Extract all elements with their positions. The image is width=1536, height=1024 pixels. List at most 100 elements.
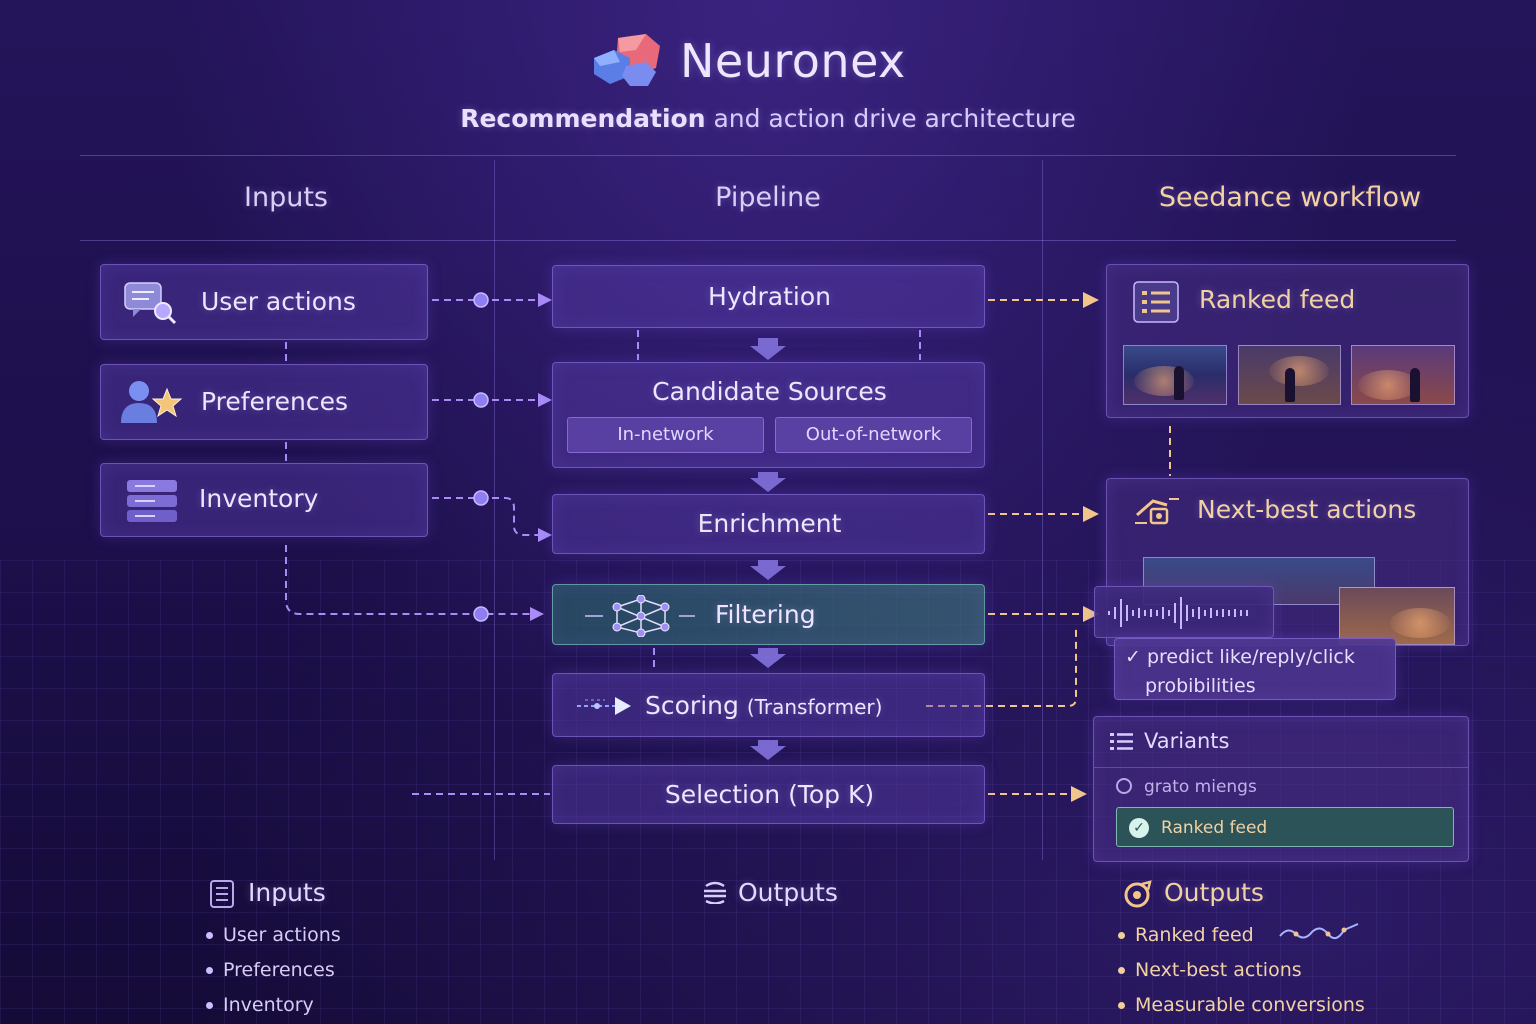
divider [80, 155, 1456, 156]
footer-inputs-heading: Inputs [248, 878, 326, 907]
brand-title: Neuronex [680, 34, 906, 88]
bullet [1118, 967, 1125, 974]
pipeline-label-selection: Selection [664, 780, 781, 809]
waveform-icon [1108, 597, 1248, 629]
pipeline-label-selection-group: Selection (Top K) [553, 780, 986, 809]
pipeline-label-enrichment: Enrichment [697, 509, 842, 538]
stack-icon [704, 881, 726, 904]
input-label-inventory: Inventory [199, 484, 319, 513]
workflow-card-variants[interactable]: Variants grato miengs ✓ Ranked feed [1093, 716, 1469, 862]
footer-input-item: Preferences [206, 959, 335, 981]
down-arrow [750, 560, 786, 580]
footer-output-item-text: Measurable conversions [1135, 994, 1365, 1016]
feed-thumbnail[interactable] [1238, 345, 1341, 405]
input-label-user-actions: User actions [201, 287, 356, 316]
pipeline-label-scoring: Scoring [645, 691, 739, 720]
pipeline-step-candidate-sources[interactable]: Candidate Sources In-network Out-of-netw… [552, 362, 985, 468]
input-card-inventory[interactable]: Inventory [100, 463, 428, 537]
chip-in-network[interactable]: In-network [567, 417, 764, 453]
down-arrow [750, 472, 786, 492]
down-arrow [750, 740, 786, 760]
trend-sparkline-icon [1279, 923, 1359, 940]
footer-input-item: Inventory [206, 994, 314, 1016]
bullet [1118, 932, 1125, 939]
input-label-preferences: Preferences [201, 387, 349, 416]
bullet [206, 932, 213, 939]
down-arrow [750, 648, 786, 668]
footer-output-item-text: Ranked feed [1135, 924, 1254, 946]
pipeline-label-scoring-group: Scoring (Transformer) [645, 691, 882, 720]
bullet [1118, 1002, 1125, 1009]
footer-output-item-text: Next-best actions [1135, 959, 1302, 981]
pipeline-step-selection[interactable]: Selection (Top K) [552, 765, 985, 824]
bullet [206, 1002, 213, 1009]
document-icon [210, 880, 234, 908]
connector-inventory-filtering [285, 545, 544, 621]
bullet [206, 967, 213, 974]
node-dot [473, 392, 489, 408]
footer-input-item-text: Preferences [223, 959, 335, 981]
footer-output-item: Next-best actions [1118, 959, 1302, 981]
list-icon [1110, 733, 1133, 750]
pipeline-label-hydration: Hydration [708, 282, 831, 311]
workflow-card-ranked-feed[interactable]: Ranked feed [1106, 264, 1469, 418]
pipeline-label-candidate-sources: Candidate Sources [652, 377, 887, 406]
feed-thumbnail[interactable] [1123, 345, 1227, 405]
workflow-label-next-best-actions: Next-best actions [1197, 495, 1417, 524]
input-card-preferences[interactable]: Preferences [100, 364, 428, 440]
pipeline-step-scoring[interactable]: Scoring (Transformer) [552, 673, 985, 737]
pipeline-step-filtering[interactable]: Filtering [552, 584, 985, 645]
predict-line-1: ✓ predict like/reply/click [1125, 646, 1355, 668]
column-divider [494, 160, 495, 860]
variant-option-2: Ranked feed [1161, 818, 1268, 838]
connector-inventory [432, 497, 552, 542]
target-icon [1124, 880, 1152, 908]
connector-scoring-workflow [926, 626, 1077, 707]
check-circle-icon: ✓ [1129, 818, 1149, 838]
footer-outputs-mid-heading: Outputs [738, 878, 838, 907]
footer-input-item: User actions [206, 924, 341, 946]
footer-input-item-text: Inventory [223, 994, 314, 1016]
arrow-icon [577, 697, 631, 715]
pipeline-note-selection: (Top K) [788, 780, 875, 809]
user-star-icon [121, 381, 183, 423]
chat-bubbles-icon [124, 282, 177, 325]
workflow-label-ranked-feed: Ranked feed [1199, 285, 1356, 314]
predict-line-2: probibilities [1145, 675, 1256, 697]
gem-cluster-icon [594, 34, 660, 86]
divider [1094, 767, 1468, 768]
node-dot [473, 292, 489, 308]
footer-outputs-heading: Outputs [1164, 878, 1264, 907]
variant-option-2-selected[interactable]: ✓ Ranked feed [1116, 807, 1454, 847]
page-subtitle: Recommendation and action drive architec… [0, 104, 1536, 133]
pipeline-note-scoring: (Transformer) [746, 695, 883, 719]
node-dot [473, 490, 489, 506]
radio-unchecked[interactable] [1116, 778, 1132, 794]
footer-output-item: Ranked feed [1118, 924, 1254, 946]
node-dot [473, 606, 489, 622]
variants-title: Variants [1144, 729, 1230, 753]
chip-out-of-network[interactable]: Out-of-network [775, 417, 972, 453]
column-heading-inputs: Inputs [244, 182, 328, 213]
subtitle-strong: Recommendation [460, 104, 706, 133]
pipeline-step-enrichment[interactable]: Enrichment [552, 494, 985, 554]
input-card-user-actions[interactable]: User actions [100, 264, 428, 340]
action-thumbnail[interactable] [1339, 587, 1455, 645]
network-icon [585, 595, 695, 637]
variant-option-1[interactable]: grato miengs [1144, 777, 1257, 797]
footer-output-item: Measurable conversions [1118, 994, 1365, 1016]
server-stack-icon [127, 480, 177, 522]
subtitle-rest: and action drive architecture [705, 104, 1076, 133]
down-arrow [750, 338, 786, 360]
predict-text: ✓ predict like/reply/click probibilities [1125, 643, 1355, 701]
column-heading-pipeline: Pipeline [715, 182, 821, 213]
pipeline-label-filtering: Filtering [715, 600, 816, 629]
feed-thumbnail[interactable] [1351, 345, 1455, 405]
column-heading-workflow: Seedance workflow [1158, 182, 1422, 213]
audio-waveform-card[interactable] [1094, 586, 1274, 638]
pipeline-step-hydration[interactable]: Hydration [552, 265, 985, 328]
column-divider [1042, 160, 1043, 860]
predict-probabilities-card: ✓ predict like/reply/click probibilities [1114, 638, 1396, 700]
footer-input-item-text: User actions [223, 924, 341, 946]
